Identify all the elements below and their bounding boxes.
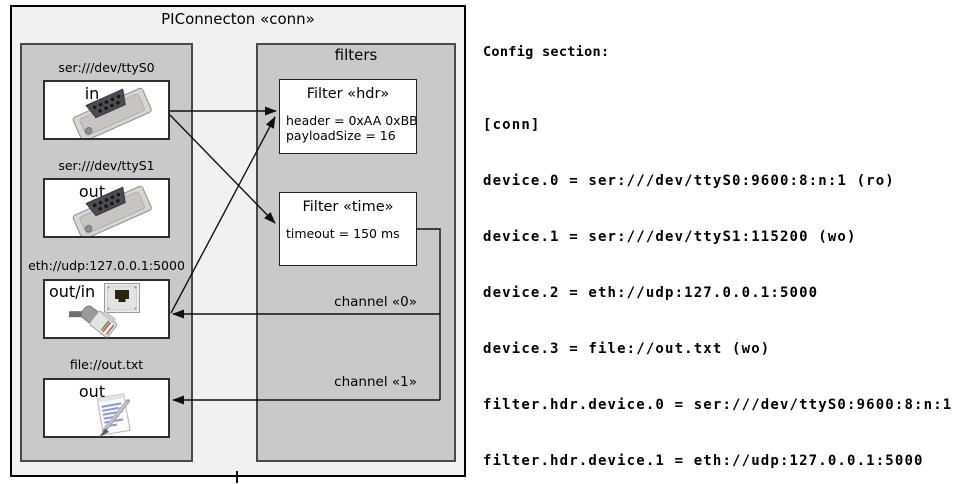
config-line: device.3 = file://out.txt (wo)	[483, 341, 771, 357]
filter-time-property: timeout = 150 ms	[286, 226, 400, 241]
notepad-icon	[96, 393, 131, 437]
device-box-ttys0: in	[43, 80, 170, 140]
device-label-ttys1: ser:///dev/ttyS1	[58, 158, 155, 173]
device-direction-label: out	[78, 382, 106, 401]
channel-0-label: channel «0»	[334, 294, 417, 310]
filter-hdr-title: Filter «hdr»	[306, 86, 390, 102]
config-line: device.2 = eth://udp:127.0.0.1:5000	[483, 285, 819, 301]
config-line: device.1 = ser:///dev/ttyS1:115200 (wo)	[483, 229, 857, 245]
ethernet-plug-icon	[69, 305, 118, 338]
filter-time-box: Filter «time» timeout = 150 ms	[279, 192, 417, 266]
ethernet-jack-icon	[104, 283, 140, 313]
filter-hdr-property: payloadSize = 16	[286, 127, 396, 143]
serial-connector-icon	[72, 87, 152, 138]
channel-1-label: channel «1»	[334, 374, 417, 390]
config-line: device.0 = ser:///dev/ttyS0:9600:8:n:1 (…	[483, 173, 895, 189]
config-line: filter.hdr.device.1 = eth://udp:127.0.0.…	[483, 453, 924, 469]
device-direction-label: out/in	[49, 282, 96, 301]
device-label-eth: eth://udp:127.0.0.1:5000	[28, 258, 185, 273]
device-box-file: out	[43, 378, 170, 438]
config-line: filter.hdr.device.0 = ser:///dev/ttyS0:9…	[483, 397, 953, 413]
filters-panel-title: filters	[334, 46, 378, 64]
diagram-bottom-tick	[236, 471, 238, 483]
device-direction-label: in	[84, 84, 100, 103]
device-label-file: file://out.txt	[69, 357, 144, 372]
device-box-ttys1: out	[43, 178, 170, 238]
diagram-title: PIConnecton «conn»	[161, 10, 315, 28]
piconnector-diagram: PIConnecton «conn» filters ser:///dev/tt…	[10, 5, 466, 483]
filter-hdr-box: Filter «hdr» header = 0xAA 0xBB payloadS…	[279, 79, 418, 154]
config-heading: Config section:	[483, 44, 610, 60]
filter-hdr-property: header = 0xAA 0xBB	[286, 113, 418, 128]
device-label-ttys0: ser:///dev/ttyS0	[58, 60, 155, 75]
config-line: [conn]	[483, 117, 541, 133]
config-section: Config section: [conn] device.0 = ser://…	[483, 5, 962, 484]
device-box-eth: out/in	[43, 279, 170, 339]
serial-connector-icon	[72, 185, 152, 236]
filter-time-title: Filter «time»	[302, 199, 394, 215]
device-direction-label: out	[78, 182, 106, 201]
